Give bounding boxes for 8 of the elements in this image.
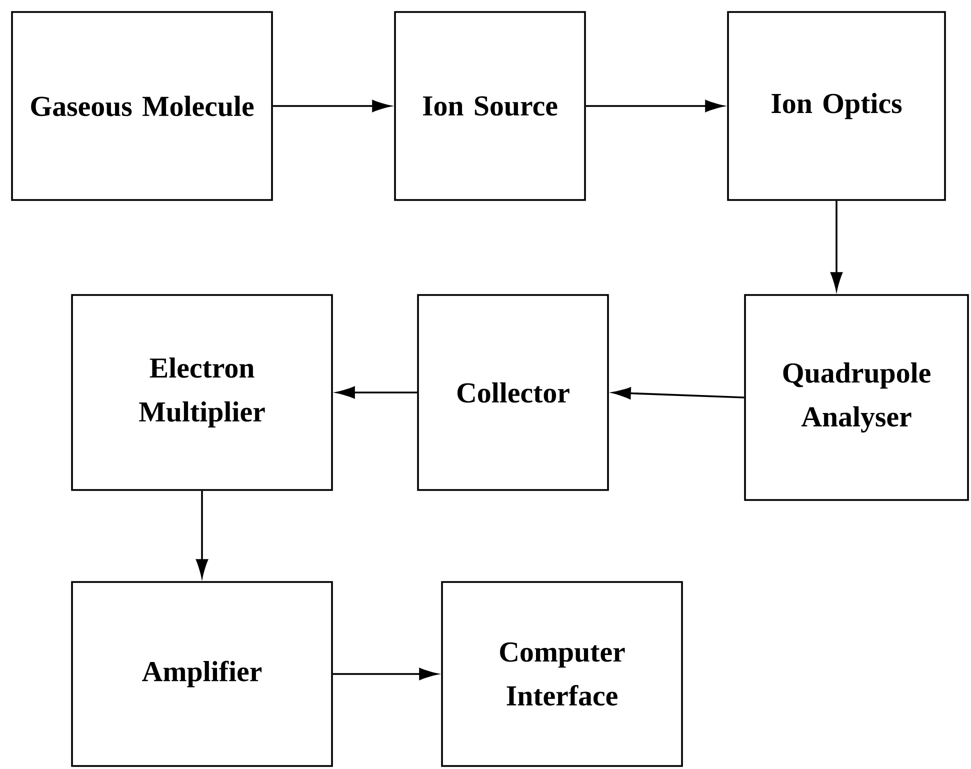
process-box: Gaseous Molecule <box>11 11 273 201</box>
process-box: Computer Interface <box>441 581 683 767</box>
process-box: Ion Source <box>394 11 586 201</box>
process-box: Collector <box>417 294 609 491</box>
process-box: Amplifier <box>71 581 333 767</box>
process-box: Electron Multiplier <box>71 294 333 491</box>
process-box: Ion Optics <box>727 11 946 201</box>
process-box: Quadrupole Analyser <box>744 294 969 501</box>
